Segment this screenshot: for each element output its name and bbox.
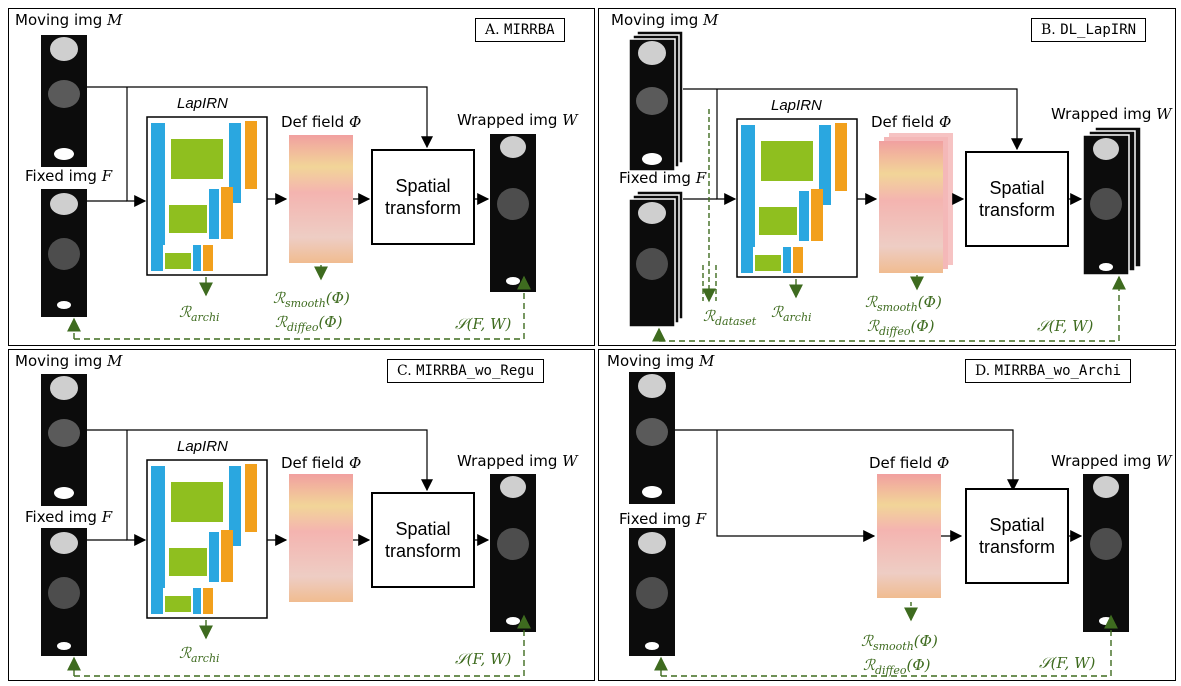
- panel-c-title: C. MIRRBA_wo_Regu: [387, 359, 545, 383]
- reg-smooth: ℛsmooth(Φ): [273, 289, 350, 310]
- deformation-field-stack: [879, 141, 943, 273]
- similarity-term: 𝒮(F, W): [1039, 654, 1096, 672]
- moving-label: Moving img M: [611, 11, 719, 29]
- reg-diffeo: ℛdiffeo(Φ): [867, 317, 935, 338]
- panel-a-diagram: [41, 35, 536, 340]
- fixed-label: Fixed img F: [25, 167, 113, 185]
- reg-dataset: ℛdataset: [703, 307, 757, 328]
- similarity-term: 𝒮(F, W): [1037, 317, 1094, 335]
- reg-smooth: ℛsmooth(Φ): [865, 293, 942, 314]
- reg-smooth: ℛsmooth(Φ): [861, 632, 938, 653]
- panel-a-title: A. MIRRBA: [475, 18, 565, 42]
- reg-diffeo: ℛdiffeo(Φ): [275, 313, 343, 334]
- reg-archi: ℛarchi: [179, 303, 220, 324]
- wrapped-label: Wrapped img W: [457, 452, 578, 470]
- def-field-label: Def field Φ: [871, 113, 952, 131]
- fixed-label: Fixed img F: [25, 508, 113, 526]
- moving-label: Moving img M: [15, 352, 123, 370]
- panel-d-title: D. MIRRBA_wo_Archi: [965, 359, 1132, 383]
- lapirn-label: LapIRN: [771, 97, 822, 114]
- panel-c: Moving img M Fixed img F LapIRN Def fiel…: [8, 349, 595, 681]
- lapirn-label: LapIRN: [177, 95, 228, 112]
- fixed-label: Fixed img F: [619, 510, 707, 528]
- lapirn-label: LapIRN: [177, 438, 228, 455]
- wrapped-label: Wrapped img W: [457, 111, 578, 129]
- def-field-label: Def field Φ: [869, 454, 950, 472]
- similarity-term: 𝒮(F, W): [455, 650, 512, 668]
- panel-b: Moving img M Fixed img F LapIRN Def fiel…: [598, 8, 1176, 346]
- reg-archi: ℛarchi: [771, 303, 812, 324]
- reg-archi: ℛarchi: [179, 644, 220, 665]
- panel-a: Moving img M Fixed img F LapIRN Def fiel…: [8, 8, 595, 346]
- def-field-label: Def field Φ: [281, 113, 362, 131]
- def-field-label: Def field Φ: [281, 454, 362, 472]
- panel-b-title: B. DL_LapIRN: [1031, 18, 1147, 42]
- deformation-field: [289, 135, 353, 263]
- deformation-field: [877, 474, 941, 598]
- moving-label: Moving img M: [607, 352, 715, 370]
- wrapped-label: Wrapped img W: [1051, 105, 1172, 123]
- moving-label: Moving img M: [15, 11, 123, 29]
- reg-diffeo: ℛdiffeo(Φ): [863, 656, 931, 677]
- fixed-label: Fixed img F: [619, 169, 707, 187]
- similarity-term: 𝒮(F, W): [455, 315, 512, 333]
- panel-d: Moving img M Fixed img F Def field Φ Wra…: [598, 349, 1176, 681]
- deformation-field: [289, 474, 353, 602]
- wrapped-label: Wrapped img W: [1051, 452, 1172, 470]
- panel-b-diagram: [628, 30, 1142, 342]
- panel-c-diagram: [41, 374, 536, 677]
- panel-d-diagram: [629, 372, 1129, 677]
